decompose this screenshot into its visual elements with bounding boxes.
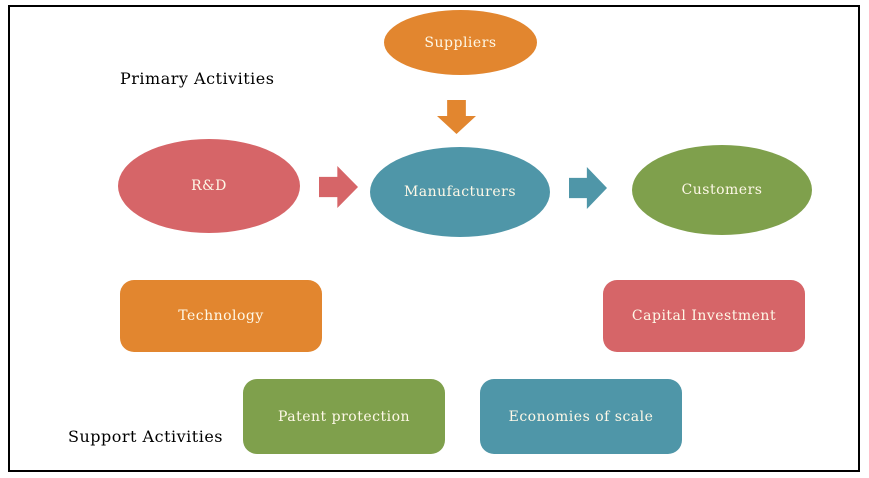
customers-node: Customers	[632, 145, 812, 235]
economies-of-scale-node: Economies of scale	[480, 379, 682, 454]
economies-of-scale-label: Economies of scale	[508, 408, 654, 425]
suppliers-node: Suppliers	[384, 10, 537, 75]
customers-label: Customers	[681, 182, 763, 198]
patent-protection-node: Patent protection	[243, 379, 445, 454]
support-activities-label: Support Activities	[68, 427, 223, 446]
rnd-node: R&D	[118, 139, 300, 233]
diagram-border	[8, 5, 860, 472]
capital-investment-label: Capital Investment	[631, 308, 777, 324]
suppliers-label: Suppliers	[424, 34, 497, 51]
manufacturers-label: Manufacturers	[403, 184, 517, 200]
technology-label: Technology	[178, 308, 264, 324]
patent-protection-label: Patent protection	[277, 408, 411, 425]
primary-activities-label: Primary Activities	[120, 69, 275, 88]
capital-investment-node: Capital Investment	[603, 280, 805, 352]
rnd-label: R&D	[191, 178, 227, 194]
technology-node: Technology	[120, 280, 322, 352]
manufacturers-node: Manufacturers	[370, 147, 550, 237]
